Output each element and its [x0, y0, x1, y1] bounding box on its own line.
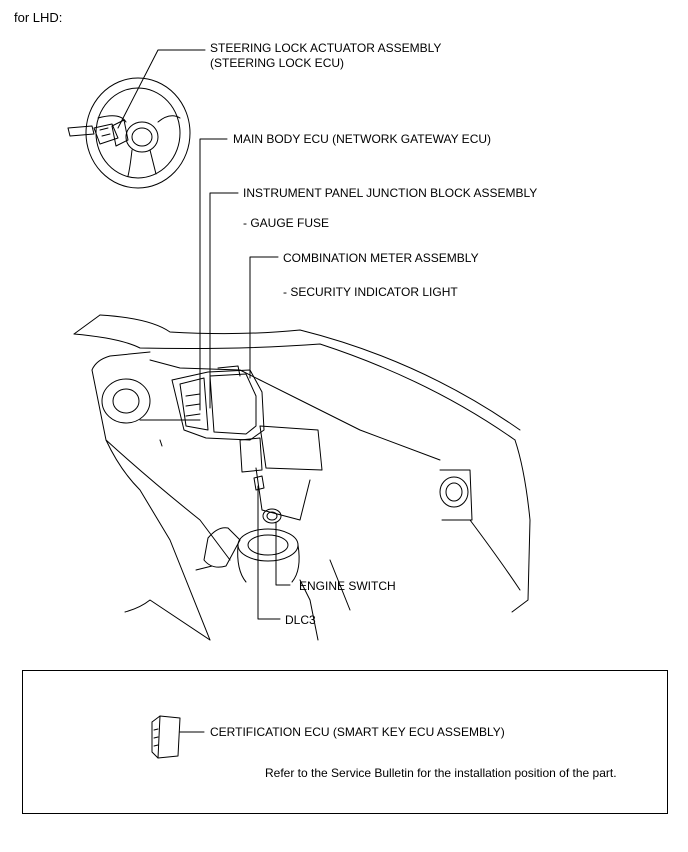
- label-dlc3: DLC3: [285, 613, 316, 627]
- label-certification-ecu: CERTIFICATION ECU (SMART KEY ECU ASSEMBL…: [210, 725, 505, 739]
- label-combination-meter: COMBINATION METER ASSEMBLY: [283, 251, 479, 265]
- leader-combination-meter: [249, 256, 279, 379]
- service-bulletin-note: Refer to the Service Bulletin for the in…: [265, 766, 617, 780]
- label-gauge-fuse: - GAUGE FUSE: [243, 216, 330, 230]
- label-engine-switch: ENGINE SWITCH: [299, 579, 396, 593]
- leader-engine-switch: [275, 521, 291, 586]
- leader-lines: [117, 49, 291, 733]
- console-drawing: [195, 527, 351, 641]
- center-stack-drawing: [239, 425, 323, 524]
- label-steering-lock-ecu: (STEERING LOCK ECU): [210, 56, 345, 70]
- leader-steering-lock: [117, 49, 206, 129]
- certification-ecu-icon: [151, 715, 181, 759]
- leader-main-body-ecu: [199, 138, 228, 411]
- leader-junction-block: [209, 192, 239, 409]
- label-main-body-ecu: MAIN BODY ECU (NETWORK GATEWAY ECU): [233, 132, 492, 146]
- label-security-indicator-light: - SECURITY INDICATOR LIGHT: [283, 285, 458, 299]
- certification-ecu-note-box: [22, 670, 668, 814]
- variant-heading: for LHD:: [14, 10, 63, 25]
- label-steering-lock-actuator: STEERING LOCK ACTUATOR ASSEMBLY: [210, 41, 442, 55]
- steering-wheel-drawing: [67, 77, 191, 189]
- dashboard-drawing: [73, 314, 531, 641]
- label-instrument-panel-junction-block: INSTRUMENT PANEL JUNCTION BLOCK ASSEMBLY: [243, 186, 538, 200]
- leader-dlc3: [257, 485, 281, 620]
- meter-cluster-drawing: [171, 365, 265, 441]
